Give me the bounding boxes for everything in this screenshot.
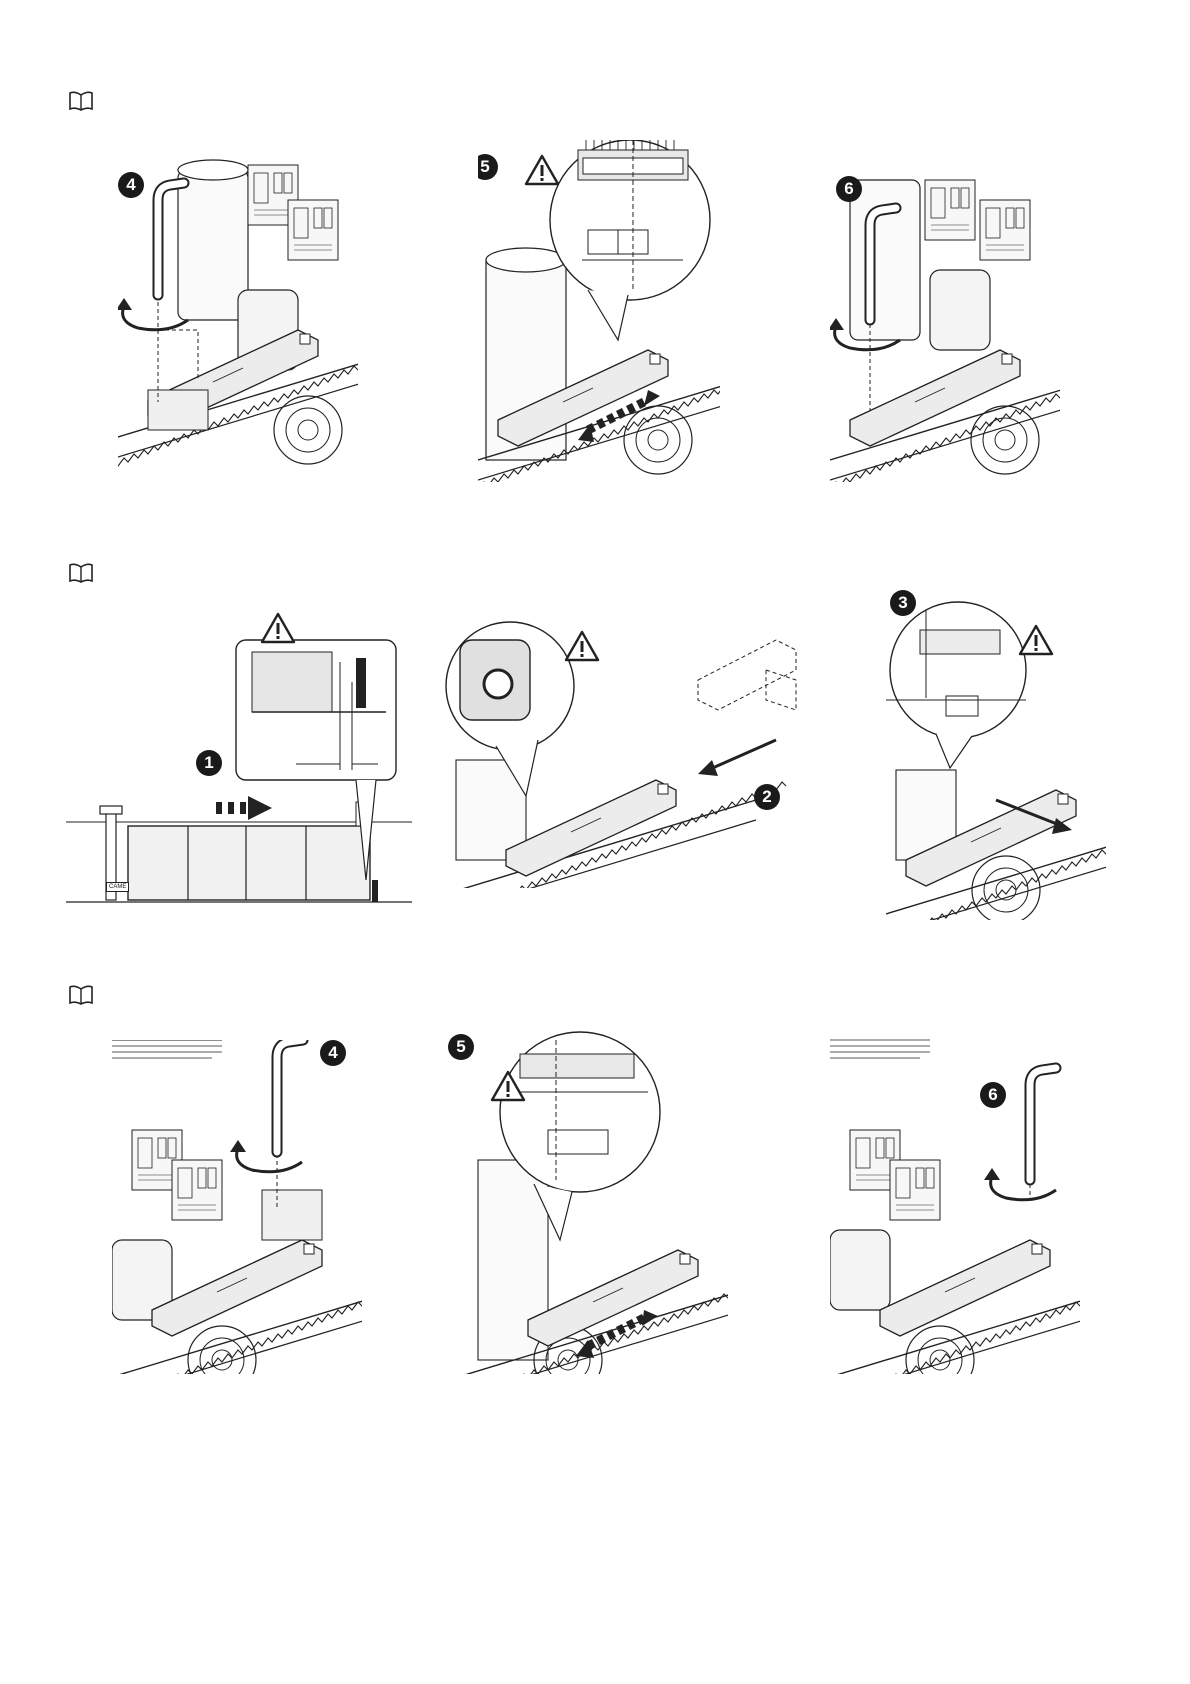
step-panel-s1-5: 5 [478, 140, 720, 482]
step-panel-s1-6: 6 [830, 170, 1060, 482]
step-panel-s2-2: 2 [436, 620, 836, 888]
step-number-badge: 4 [320, 1040, 346, 1066]
step-number-badge: 6 [836, 176, 862, 202]
step-panel-s3-5: 5 [448, 1030, 728, 1374]
warning-triangle-icon [260, 612, 296, 644]
step-panel-s2-1: 1 CAME [66, 612, 412, 912]
warning-triangle-icon [564, 630, 600, 662]
manual-book-icon [68, 562, 94, 584]
step-number-badge: 5 [448, 1034, 474, 1060]
manual-book-icon [68, 984, 94, 1006]
warning-triangle-icon [1018, 624, 1054, 656]
step-panel-s2-3: 3 [886, 590, 1106, 920]
warning-triangle-icon [490, 1070, 526, 1102]
gate-control-box-label: CAME [106, 882, 129, 892]
step-panel-s3-6: 6 [830, 1030, 1080, 1374]
step-number-badge: 3 [890, 590, 916, 616]
step-number-badge: 6 [980, 1082, 1006, 1108]
manual-book-icon [68, 90, 94, 112]
step-number-badge: 2 [754, 784, 780, 810]
step-number-badge: 4 [118, 172, 144, 198]
warning-triangle-icon [524, 154, 560, 186]
step-panel-s3-4: 4 [112, 1040, 362, 1374]
step-number-badge: 1 [196, 750, 222, 776]
step-panel-s1-4: 4 [118, 140, 358, 482]
